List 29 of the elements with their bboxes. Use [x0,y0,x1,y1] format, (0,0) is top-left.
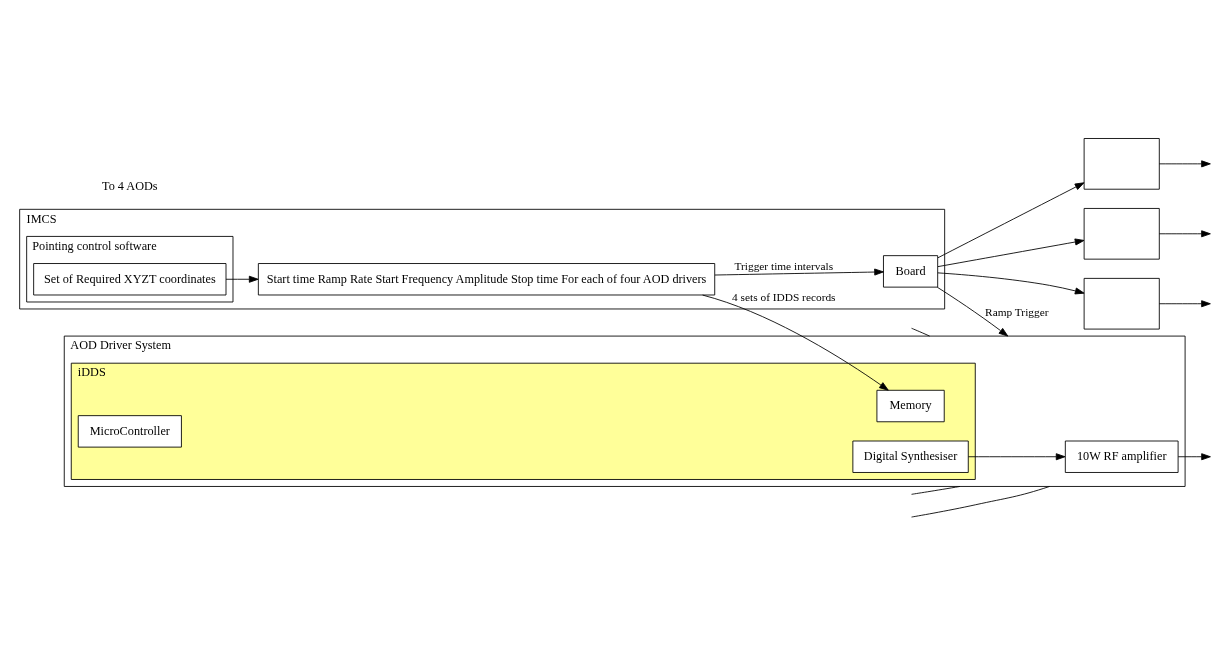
node-box: Board [883,254,939,288]
arrow [1158,229,1211,237]
node-box: Start time Ramp Rate Start Frequency Amplitude Stop time For each of four AOD drivers [257,262,716,295]
arrow [1158,299,1211,307]
node-box [1083,277,1160,330]
node-box: Digital Synthesiser [852,440,969,473]
label: To 4 AODs [102,178,158,193]
arrow [937,271,1085,294]
edge-label: 4 sets of IDDS records [732,290,836,303]
node-box: 10W RF amplifier [1064,440,1179,473]
arrow [714,268,884,276]
arrow [702,294,889,391]
node-box [1083,207,1160,260]
node-box [1083,137,1160,190]
arrow [1177,452,1211,460]
connector [911,327,931,337]
connector [911,485,1050,517]
edge-label: Trigger time intervals [734,259,834,272]
arrow [967,452,1066,460]
arrow [1158,159,1211,167]
node-box: Memory [876,389,945,422]
arrow [936,286,1009,337]
arrow [937,238,1085,267]
arrow [937,181,1085,258]
node-box: Set of Required XYZT coordinates [33,262,227,295]
arrow [225,275,259,283]
node-box: MicroController [77,414,182,448]
edge-label: Ramp Trigger [985,305,1049,318]
connector [911,485,961,495]
